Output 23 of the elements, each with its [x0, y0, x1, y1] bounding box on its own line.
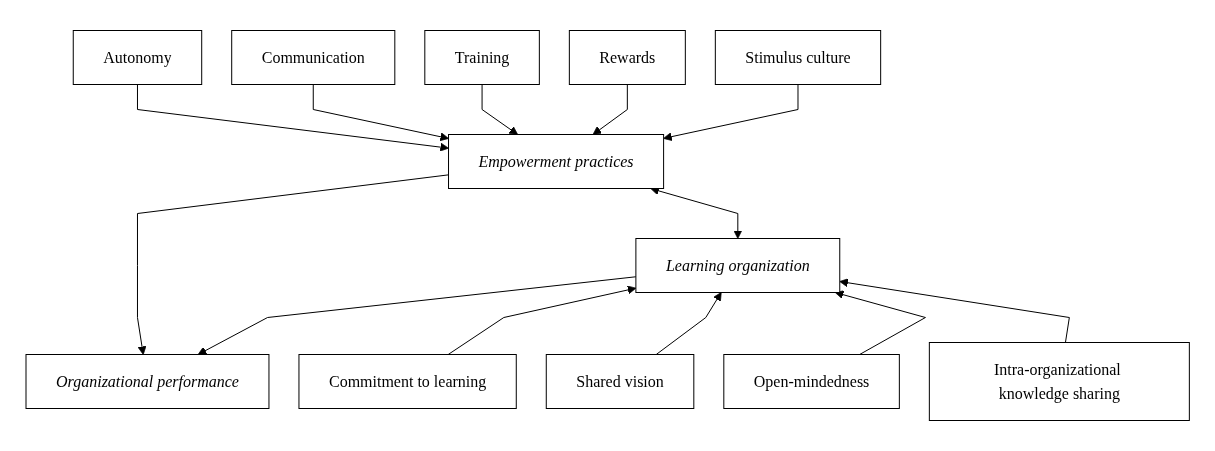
node-box: Shared vision	[545, 354, 695, 409]
node-box: Open-mindedness	[723, 354, 900, 409]
arrow	[447, 285, 637, 355]
arrow	[655, 292, 722, 355]
node-box: Stimulus culture	[714, 30, 881, 85]
node-box: Rewards	[568, 30, 686, 85]
arrow	[197, 276, 637, 355]
arrow	[592, 84, 628, 135]
arrow	[663, 84, 799, 141]
node-box: Organizational performance	[25, 354, 270, 409]
arrow	[834, 290, 926, 355]
node-box: Communication	[231, 30, 396, 85]
arrow	[136, 174, 449, 355]
node-box: Intra-organizational knowledge sharing	[928, 342, 1190, 421]
node-box: Training	[424, 30, 540, 85]
arrow	[839, 278, 1070, 343]
node-box: Empowerment practices	[447, 134, 664, 189]
node-box: Learning organization	[635, 238, 841, 293]
arrow	[136, 84, 449, 152]
node-box: Autonomy	[72, 30, 203, 85]
arrow	[481, 84, 518, 135]
arrow	[312, 84, 449, 142]
node-box: Commitment to learning	[298, 354, 517, 409]
